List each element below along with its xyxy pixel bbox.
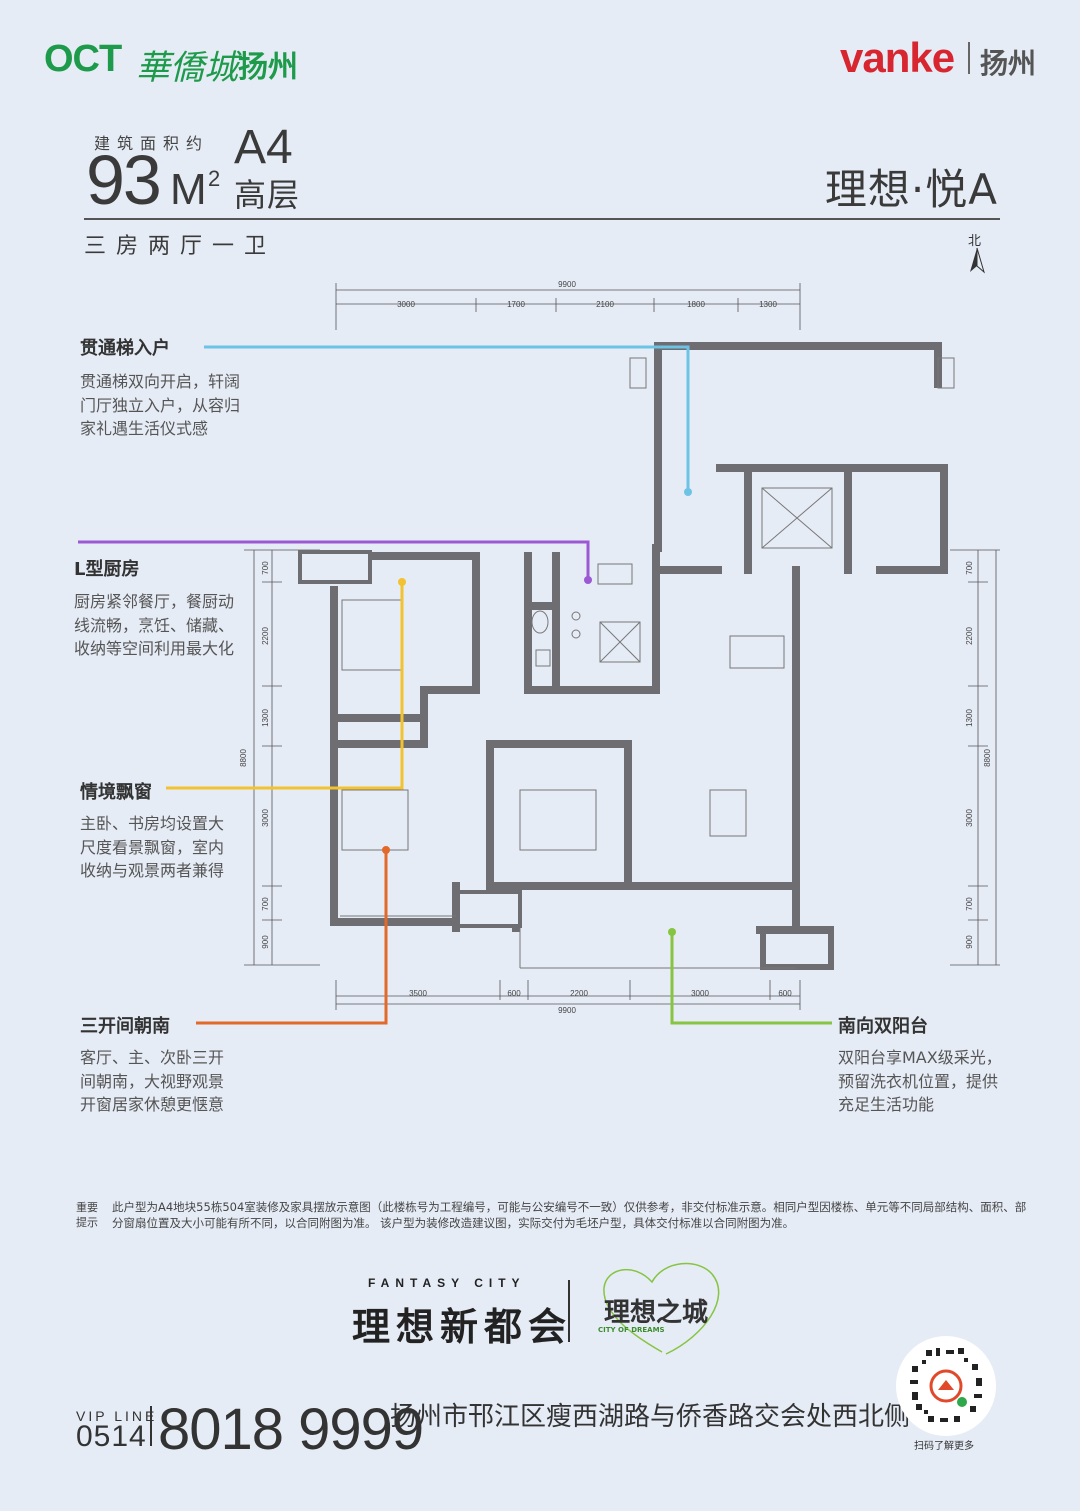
north-label: 北: [968, 234, 982, 249]
vip-label: VIP LINE: [76, 1408, 158, 1424]
floor-plan: 9900 3000 1700 2100 1800 1300 3500 600 2…: [78, 280, 1000, 1025]
header-divider: [84, 218, 1000, 220]
vanke-logo: vanke: [840, 34, 955, 81]
dim-right-seg: 700: [965, 561, 974, 575]
feature-desc: 双阳台享MAX级采光，预留洗衣机位置，提供充足生活功能: [838, 1048, 1002, 1114]
hqc-logo: 華僑城: [136, 48, 238, 88]
dim-bottom-seg: 3000: [691, 989, 709, 998]
window-boxes: [298, 550, 832, 968]
qr-code-icon: [910, 1348, 982, 1422]
phone-number[interactable]: 8018 9999: [158, 1397, 424, 1462]
callout-endpoints: [382, 488, 692, 936]
city-of-dreams-en: CITY OF DREAMS: [598, 1326, 665, 1334]
vip-divider: [150, 1406, 152, 1446]
dim-bottom-seg: 3500: [409, 989, 427, 998]
callout-lines: [78, 345, 832, 1025]
dim-left-seg: 2200: [261, 627, 270, 645]
logo-divider: [968, 42, 970, 74]
series-name: 理想·悦A: [824, 165, 998, 214]
area-unit-superscript: 2: [208, 166, 221, 191]
unit-type-code: A4: [234, 121, 293, 174]
dim-bottom-seg: 2200: [570, 989, 588, 998]
city-label-left: 扬州: [238, 50, 298, 85]
dim-bottom-seg: 600: [507, 989, 521, 998]
fantasy-city-en: FANTASY CITY: [368, 1276, 526, 1290]
area-label: 建筑面积约: [94, 134, 210, 153]
layout-name: 三房两厅一卫: [84, 234, 277, 259]
oct-logo: OCT: [44, 38, 122, 80]
dim-left-seg: 900: [261, 935, 270, 949]
feature-desc: 主卧、书房均设置大尺度看景飘窗，室内收纳与观景两者兼得: [80, 814, 225, 880]
dim-top-seg: 3000: [397, 300, 415, 309]
dim-bottom-total: 9900: [558, 1006, 576, 1015]
walls: [330, 342, 948, 970]
dim-left-total: 8800: [239, 749, 248, 767]
qr-caption: 扫码了解更多: [914, 1441, 974, 1452]
dimension-labels: 9900 3000 1700 2100 1800 1300 3500 600 2…: [239, 280, 992, 1015]
heart-logo-icon: [603, 1262, 720, 1355]
dim-top-seg: 2100: [596, 300, 614, 309]
feature-title: 南向双阳台: [838, 1016, 928, 1037]
dim-top-seg: 1300: [759, 300, 777, 309]
area-code: 0514: [76, 1420, 147, 1453]
dim-right-seg: 700: [965, 897, 974, 911]
city-of-dreams-cn: 理想之城: [604, 1298, 709, 1328]
furniture-outlines: [340, 357, 955, 969]
feature-title: 情境飘窗: [80, 782, 152, 803]
dim-bottom-seg: 600: [778, 989, 792, 998]
dim-right-seg: 900: [965, 935, 974, 949]
dim-top-seg: 1700: [507, 300, 525, 309]
feature-desc: 厨房紧邻餐厅，餐厨动线流畅，烹饪、储藏、收纳等空间利用最大化: [74, 592, 235, 658]
dim-right-seg: 3000: [965, 809, 974, 827]
dim-left-seg: 3000: [261, 809, 270, 827]
feature-title: 三开间朝南: [80, 1016, 170, 1037]
dim-right-total: 8800: [983, 749, 992, 767]
feature-desc: 客厅、主、次卧三开间朝南，大视野观景开窗居家休憩更惬意: [80, 1048, 225, 1114]
floor-type: 高层: [234, 176, 301, 214]
dim-right-seg: 2200: [965, 627, 974, 645]
dim-top-seg: 1800: [687, 300, 705, 309]
fantasy-city-cn: 理想新都会: [352, 1305, 573, 1349]
dimension-lines: [244, 283, 1000, 1010]
dim-top-total: 9900: [558, 280, 576, 289]
area-number: 93: [86, 141, 162, 219]
north-arrow-icon: [970, 247, 985, 274]
disclaimer-label: 重要提示: [76, 1201, 98, 1229]
disclaimer-text: 此户型为A4地块55栋504室装修及家具摆放示意图（此楼栋号为工程编号，可能与公…: [112, 1200, 1027, 1230]
feature-title: 贯通梯入户: [80, 338, 170, 359]
area-unit: M: [170, 165, 207, 214]
qr-code[interactable]: [896, 1336, 996, 1436]
feature-title: L型厨房: [74, 559, 140, 580]
dim-left-seg: 700: [261, 897, 270, 911]
dim-right-seg: 1300: [965, 709, 974, 727]
dim-left-seg: 1300: [261, 709, 270, 727]
address: 扬州市邗江区瘦西湖路与侨香路交会处西北侧: [390, 1402, 911, 1432]
dim-left-seg: 700: [261, 561, 270, 575]
feature-desc: 贯通梯双向开启，轩阔门厅独立入户，从容归家礼遇生活仪式感: [80, 372, 241, 438]
city-label-right: 扬州: [980, 47, 1037, 80]
brand-divider: [568, 1280, 570, 1342]
